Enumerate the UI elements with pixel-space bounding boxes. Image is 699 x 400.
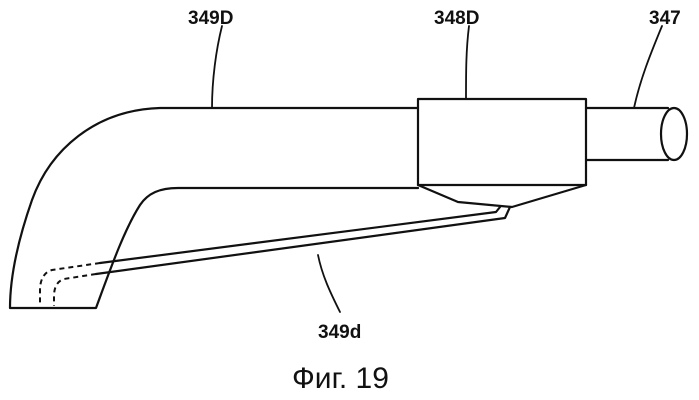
leader-348D xyxy=(466,26,469,99)
leader-lines xyxy=(212,26,662,312)
channel-349d xyxy=(40,207,510,306)
label-349d: 349d xyxy=(318,322,361,343)
label-347: 347 xyxy=(649,8,681,29)
leader-349D xyxy=(212,26,222,108)
figure-caption: Фиг. 19 xyxy=(292,362,389,395)
connector-348d xyxy=(418,99,586,207)
label-349D: 349D xyxy=(188,8,233,29)
tip-part-349d xyxy=(10,108,418,308)
tube-347 xyxy=(586,108,687,160)
leader-349d xyxy=(318,255,340,312)
label-348D: 348D xyxy=(434,8,479,29)
leader-347 xyxy=(634,26,662,108)
